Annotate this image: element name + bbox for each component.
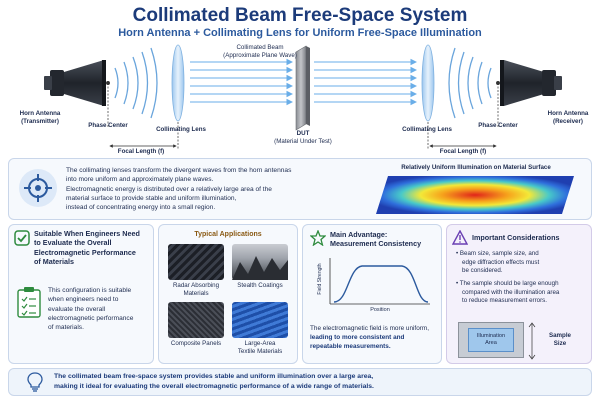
- focal-right-label: Focal Length (f): [439, 148, 487, 155]
- warning-icon: [452, 230, 468, 245]
- sample-size-label: Sample Size: [548, 332, 571, 347]
- beam-label: Collimated Beam: [236, 44, 284, 51]
- suitable-body: This configuration is suitable when engi…: [48, 287, 134, 332]
- tx-label: Horn Antenna: [19, 110, 61, 117]
- page-subtitle: Horn Antenna + Collimating Lens for Unif…: [118, 27, 482, 39]
- phase-center-right: Phase Center: [478, 122, 518, 129]
- left-collimated-beam: [190, 58, 294, 106]
- illumination-heatmap: [376, 176, 574, 214]
- dut-panel-icon: [295, 45, 310, 131]
- system-diagram: [44, 44, 562, 150]
- left-divergent-waves: [114, 47, 158, 119]
- app-1-label: Radar Absorbing Materials: [172, 282, 220, 297]
- app-4-label: Large-Area Textile Materials: [237, 340, 283, 355]
- sample-size-arrow: [528, 322, 536, 360]
- phase-center-left: Phase Center: [88, 122, 128, 129]
- composite-panels-image: [168, 302, 224, 338]
- target-icon: [19, 169, 57, 207]
- footer-text: The collimated beam free-space system pr…: [54, 373, 374, 390]
- field-strength-plot: [329, 258, 430, 305]
- right-convergent-waves: [448, 47, 492, 119]
- advantage-body: The electromagnetic field is more unifor…: [310, 325, 429, 351]
- left-horn-antenna-icon: [44, 60, 106, 106]
- plot-ylabel: Field Strength: [317, 263, 323, 295]
- advantage-title: Main Advantage: Measurement Consistency: [330, 230, 422, 249]
- rx-label: Horn Antenna: [547, 110, 589, 117]
- beam-sublabel: (Approximate Plane Wave): [223, 52, 297, 59]
- advantage-card: [302, 224, 442, 364]
- considerations-title: Important Considerations: [472, 233, 560, 242]
- focal-left-label: Focal Length (f): [117, 148, 165, 155]
- right-horn-antenna-icon: [500, 60, 562, 106]
- app-2-label: Stealth Coatings: [237, 282, 283, 289]
- explanation-text: The collimating lenses transform the div…: [66, 167, 292, 212]
- suitable-title: Suitable When Engineers Need to Evaluate…: [34, 229, 140, 267]
- tx-sublabel: (Transmitter): [21, 118, 59, 125]
- rx-sublabel: (Receiver): [553, 118, 583, 125]
- footer-banner: [8, 368, 592, 396]
- star-icon: [310, 230, 326, 246]
- left-lens-icon: [171, 44, 185, 122]
- dut-label: DUT: [296, 130, 310, 137]
- consideration-1: • Beam size, sample size, and edge diffr…: [456, 250, 540, 275]
- dut-sublabel: (Material Under Test): [274, 138, 332, 145]
- check-icon: [14, 230, 30, 246]
- applications-title: Typical Applications: [194, 231, 262, 238]
- stealth-coatings-image: [232, 244, 288, 280]
- textile-materials-image: [232, 302, 288, 338]
- lens-left-label: Collimating Lens: [156, 126, 206, 133]
- page-title: Collimated Beam Free-Space System: [132, 5, 468, 26]
- radar-absorbing-image: [168, 244, 224, 280]
- lens-right-label: Collimating Lens: [402, 126, 452, 133]
- right-lens-icon: [421, 44, 435, 122]
- illumination-area: Illumination Area: [468, 328, 514, 352]
- right-collimated-beam: [314, 58, 418, 106]
- clipboard-icon: [17, 287, 41, 318]
- app-3-label: Composite Panels: [170, 340, 222, 347]
- consideration-2: • The sample should be large enough comp…: [456, 280, 560, 305]
- lightbulb-icon: [27, 372, 43, 392]
- phase-center-markers: [106, 81, 500, 150]
- heatmap-title: Relatively Uniform Illumination on Mater…: [401, 164, 551, 171]
- plot-xlabel: Position: [370, 307, 390, 313]
